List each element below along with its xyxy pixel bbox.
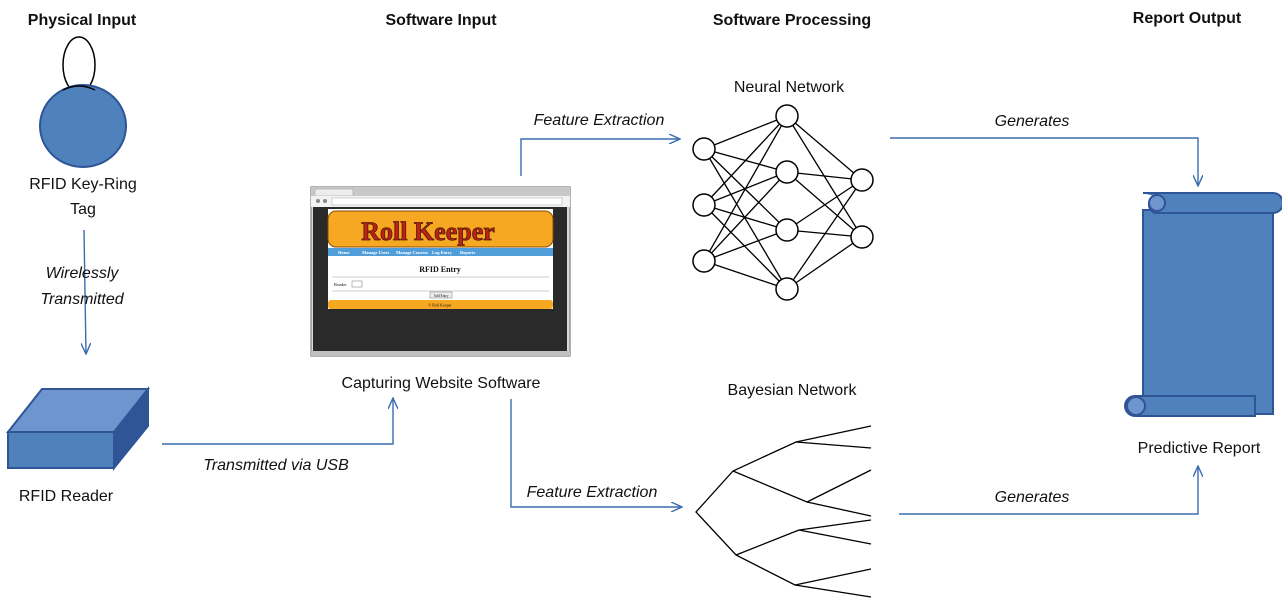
column-heading-physical-input: Physical Input (28, 12, 137, 29)
feature-extraction-label-top: Feature Extraction (534, 112, 665, 129)
generates-arrow-top (890, 137, 1198, 186)
mini-nav-2: Manage Users (362, 250, 390, 255)
nn-node-l1-0 (775, 104, 799, 128)
neural-network-graph (692, 104, 874, 301)
predictive-report-label: Predictive Report (1138, 440, 1261, 457)
nn-edge (703, 115, 788, 206)
nn-node-l2-0 (850, 168, 874, 192)
generates-label-bottom: Generates (995, 489, 1070, 506)
generates-label-top: Generates (995, 113, 1070, 130)
nn-edge (703, 171, 788, 262)
mini-button: Add Entry (433, 294, 448, 298)
feature-extraction-arrow-top (520, 139, 680, 176)
mini-footer: © Roll Keeper (428, 303, 452, 308)
column-heading-software-input: Software Input (385, 12, 497, 29)
mini-nav-5: Reports (460, 250, 475, 255)
website-label: Capturing Website Software (342, 375, 541, 392)
nn-edge (703, 204, 788, 290)
rfid-reader-label: RFID Reader (19, 488, 114, 505)
nn-node-l1-3 (775, 277, 799, 301)
nn-edge (703, 229, 788, 262)
nn-node-l0-1 (692, 193, 716, 217)
mini-heading: RFID Entry (419, 265, 461, 274)
rfid-tag-label-line2: Tag (70, 201, 96, 218)
wireless-label-line1: Wirelessly (46, 265, 120, 282)
nn-edge (786, 179, 863, 290)
roll-keeper-logo: Roll Keeper (361, 217, 495, 246)
mini-nav-1: Home (338, 250, 350, 255)
nn-edge (786, 115, 863, 181)
nn-node-l0-2 (692, 249, 716, 273)
nn-node-l1-1 (775, 160, 799, 184)
mini-nav-3: Manage Courses (396, 250, 428, 255)
bayesian-network-label: Bayesian Network (728, 382, 858, 399)
feature-extraction-label-bottom: Feature Extraction (527, 484, 658, 501)
usb-label: Transmitted via USB (203, 457, 349, 474)
mini-field-label: Reader (334, 282, 347, 287)
neural-network-label: Neural Network (734, 79, 845, 96)
column-heading-report-output: Report Output (1133, 10, 1242, 27)
mini-nav-4: Log Entry (432, 250, 453, 255)
nn-edge (786, 171, 863, 181)
nn-edge (703, 148, 788, 290)
nn-edge (703, 115, 788, 262)
nn-node-l1-2 (775, 218, 799, 242)
rfid-reader-icon (5, 386, 151, 471)
website-screenshot: Roll Keeper Home Manage Users Manage Cou… (310, 186, 571, 357)
nn-edge (703, 204, 788, 231)
wireless-arrow (84, 229, 86, 354)
column-heading-software-processing: Software Processing (713, 12, 871, 29)
wireless-label-line2: Transmitted (40, 291, 124, 308)
nn-edge (786, 236, 863, 290)
predictive-report-scroll-icon (1124, 192, 1282, 417)
bayesian-network-tree (695, 425, 872, 598)
nn-edge (703, 260, 788, 290)
nn-node-l0-0 (692, 137, 716, 161)
rfid-keyring-tag-icon (39, 36, 127, 168)
feature-extraction-arrow-bottom (510, 399, 682, 507)
nn-edge (786, 179, 863, 231)
nn-edge (703, 115, 788, 150)
rfid-tag-label-line1: RFID Key-Ring (29, 176, 137, 193)
nn-node-l2-1 (850, 225, 874, 249)
generates-arrow-bottom (899, 466, 1198, 515)
usb-arrow (162, 398, 393, 445)
